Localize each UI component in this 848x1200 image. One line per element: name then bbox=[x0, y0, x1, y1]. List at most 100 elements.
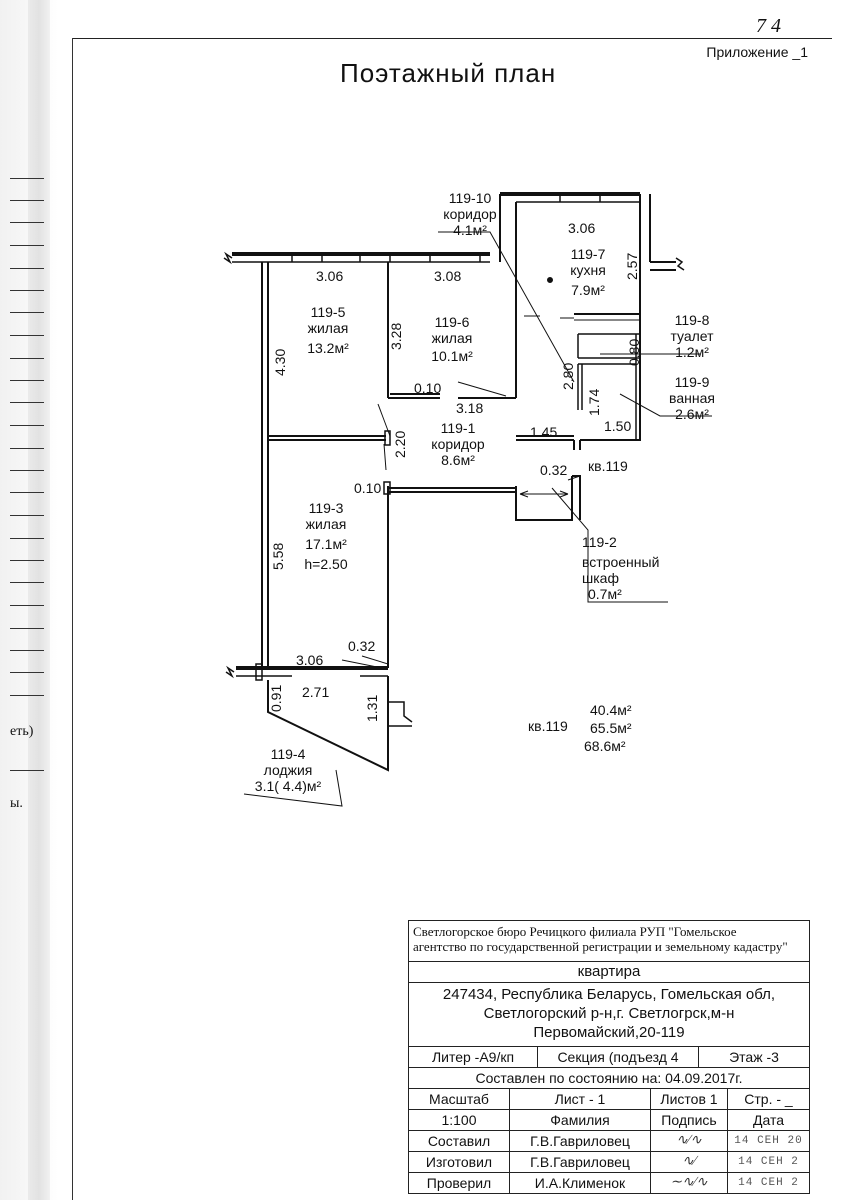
dim-2-71: 2.71 bbox=[302, 684, 330, 700]
margin-rule bbox=[10, 770, 44, 771]
entrance-apartment-label: кв.119 bbox=[588, 458, 628, 474]
corner-handwritten-mark: 7 4 bbox=[756, 15, 781, 37]
margin-rule bbox=[10, 290, 44, 291]
dim-0-91: 0.91 bbox=[268, 684, 284, 712]
title-block: Светлогорское бюро Речицкого филиала РУП… bbox=[408, 920, 810, 1194]
dim-2-57: 2.57 bbox=[624, 252, 640, 280]
apartment-area-1: 40.4м² bbox=[590, 702, 632, 718]
made-row: Изготовил Г.В.Гавриловец ∿∕ 14 СЕН 2 bbox=[409, 1152, 809, 1173]
scale-row: 1:100 Фамилия Подпись Дата bbox=[409, 1110, 809, 1131]
scale-value: 1:100 bbox=[409, 1110, 510, 1130]
dim-5-58: 5.58 bbox=[270, 542, 286, 570]
margin-rule bbox=[10, 268, 44, 269]
address-block: 247434, Республика Беларусь, Гомельская … bbox=[409, 983, 809, 1047]
dim-1-50: 1.50 bbox=[604, 418, 632, 434]
role-compiled: Составил bbox=[409, 1131, 510, 1151]
scan-shadow bbox=[28, 0, 50, 1200]
name-checked: И.А.Клименок bbox=[510, 1173, 651, 1193]
side-fragment-a: еть) bbox=[10, 724, 34, 739]
floor-cell: Этаж -3 bbox=[729, 1049, 779, 1065]
page-title: Поэтажный план bbox=[340, 58, 557, 88]
margin-rule bbox=[10, 650, 44, 651]
sheet-frame bbox=[72, 38, 832, 1189]
margin-rule bbox=[10, 582, 44, 583]
margin-rule bbox=[10, 200, 44, 201]
dim-0-32-b: 0.32 bbox=[348, 638, 376, 654]
state-date: Составлен по состоянию на: 04.09.2017г. bbox=[409, 1068, 809, 1089]
role-made: Изготовил bbox=[409, 1152, 510, 1172]
role-checked: Проверил bbox=[409, 1173, 510, 1193]
margin-rule bbox=[10, 312, 44, 313]
margin-rule bbox=[10, 245, 44, 246]
margin-rule bbox=[10, 560, 44, 561]
litera-row: Литер -А9/кп Секция (подъезд 4 Этаж -3 bbox=[409, 1047, 809, 1068]
sheet-frame-left bbox=[72, 38, 73, 1200]
litera-cell: Литер -А9/кп bbox=[409, 1047, 538, 1067]
dim-4-30: 4.30 bbox=[272, 348, 288, 376]
margin-rule bbox=[10, 470, 44, 471]
margin-rule bbox=[10, 515, 44, 516]
dim-3-08: 3.08 bbox=[434, 268, 462, 284]
signature-checked: ∼∿∕∿ bbox=[651, 1173, 728, 1193]
margin-rule bbox=[10, 402, 44, 403]
sheets-header: Листов 1 bbox=[651, 1089, 728, 1109]
margin-rule bbox=[10, 448, 44, 449]
margin-rule bbox=[10, 222, 44, 223]
dim-3-28: 3.28 bbox=[388, 322, 404, 350]
page-header: Стр. - _ bbox=[744, 1091, 793, 1107]
margin-rule bbox=[10, 605, 44, 606]
dim-1-45: 1.45 bbox=[530, 424, 558, 440]
scale-header: Масштаб bbox=[409, 1089, 510, 1109]
date-made: 14 СЕН 2 bbox=[738, 1156, 799, 1168]
margin-rule bbox=[10, 492, 44, 493]
organization-name: Светлогорское бюро Речицкого филиала РУП… bbox=[409, 921, 809, 962]
name-compiled: Г.В.Гавриловец bbox=[510, 1131, 651, 1151]
checked-row: Проверил И.А.Клименок ∼∿∕∿ 14 СЕН 2 bbox=[409, 1173, 809, 1193]
dim-0-10-b: 0.10 bbox=[354, 480, 382, 496]
margin-rule bbox=[10, 358, 44, 359]
margin-rule bbox=[10, 695, 44, 696]
margin-rule bbox=[10, 178, 44, 179]
object-type: квартира bbox=[409, 962, 809, 983]
name-made: Г.В.Гавриловец bbox=[510, 1152, 651, 1172]
dim-0-32-a: 0.32 bbox=[540, 462, 568, 478]
margin-rule bbox=[10, 380, 44, 381]
date-compiled: 14 СЕН 20 bbox=[734, 1135, 803, 1147]
margin-rule bbox=[10, 538, 44, 539]
dim-3-06-top: 3.06 bbox=[316, 268, 344, 284]
dim-2-20: 2.20 bbox=[392, 430, 408, 458]
apartment-label: кв.119 bbox=[528, 718, 568, 734]
date-header: Дата bbox=[752, 1112, 784, 1128]
margin-rule bbox=[10, 425, 44, 426]
signature-compiled: ∿∕∿ bbox=[651, 1131, 728, 1151]
margin-rule bbox=[10, 628, 44, 629]
sheet-header: Лист - 1 bbox=[510, 1089, 651, 1109]
dim-3-06-bottom: 3.06 bbox=[296, 652, 324, 668]
dim-0-80: 0.80 bbox=[626, 338, 642, 366]
floor-plan-drawing bbox=[223, 192, 712, 807]
dim-0-10-a: 0.10 bbox=[414, 380, 442, 396]
dim-1-31: 1.31 bbox=[364, 694, 380, 722]
dim-2-80: 2.80 bbox=[560, 362, 576, 390]
appendix-label: Приложение _1 bbox=[706, 44, 808, 60]
signature-header: Подпись bbox=[651, 1110, 728, 1130]
scan-margin: еть) ы. bbox=[0, 0, 58, 1200]
apartment-area-3: 68.6м² bbox=[584, 738, 626, 754]
margin-rule bbox=[10, 335, 44, 336]
apartment-area-2: 65.5м² bbox=[590, 720, 632, 736]
section-cell: Секция (подъезд 4 bbox=[538, 1047, 699, 1067]
dim-1-74: 1.74 bbox=[586, 388, 602, 416]
margin-rule bbox=[10, 672, 44, 673]
signature-made: ∿∕ bbox=[651, 1152, 728, 1172]
side-fragment-b: ы. bbox=[10, 796, 23, 811]
sheet-header-row: Масштаб Лист - 1 Листов 1 Стр. - _ bbox=[409, 1089, 809, 1110]
